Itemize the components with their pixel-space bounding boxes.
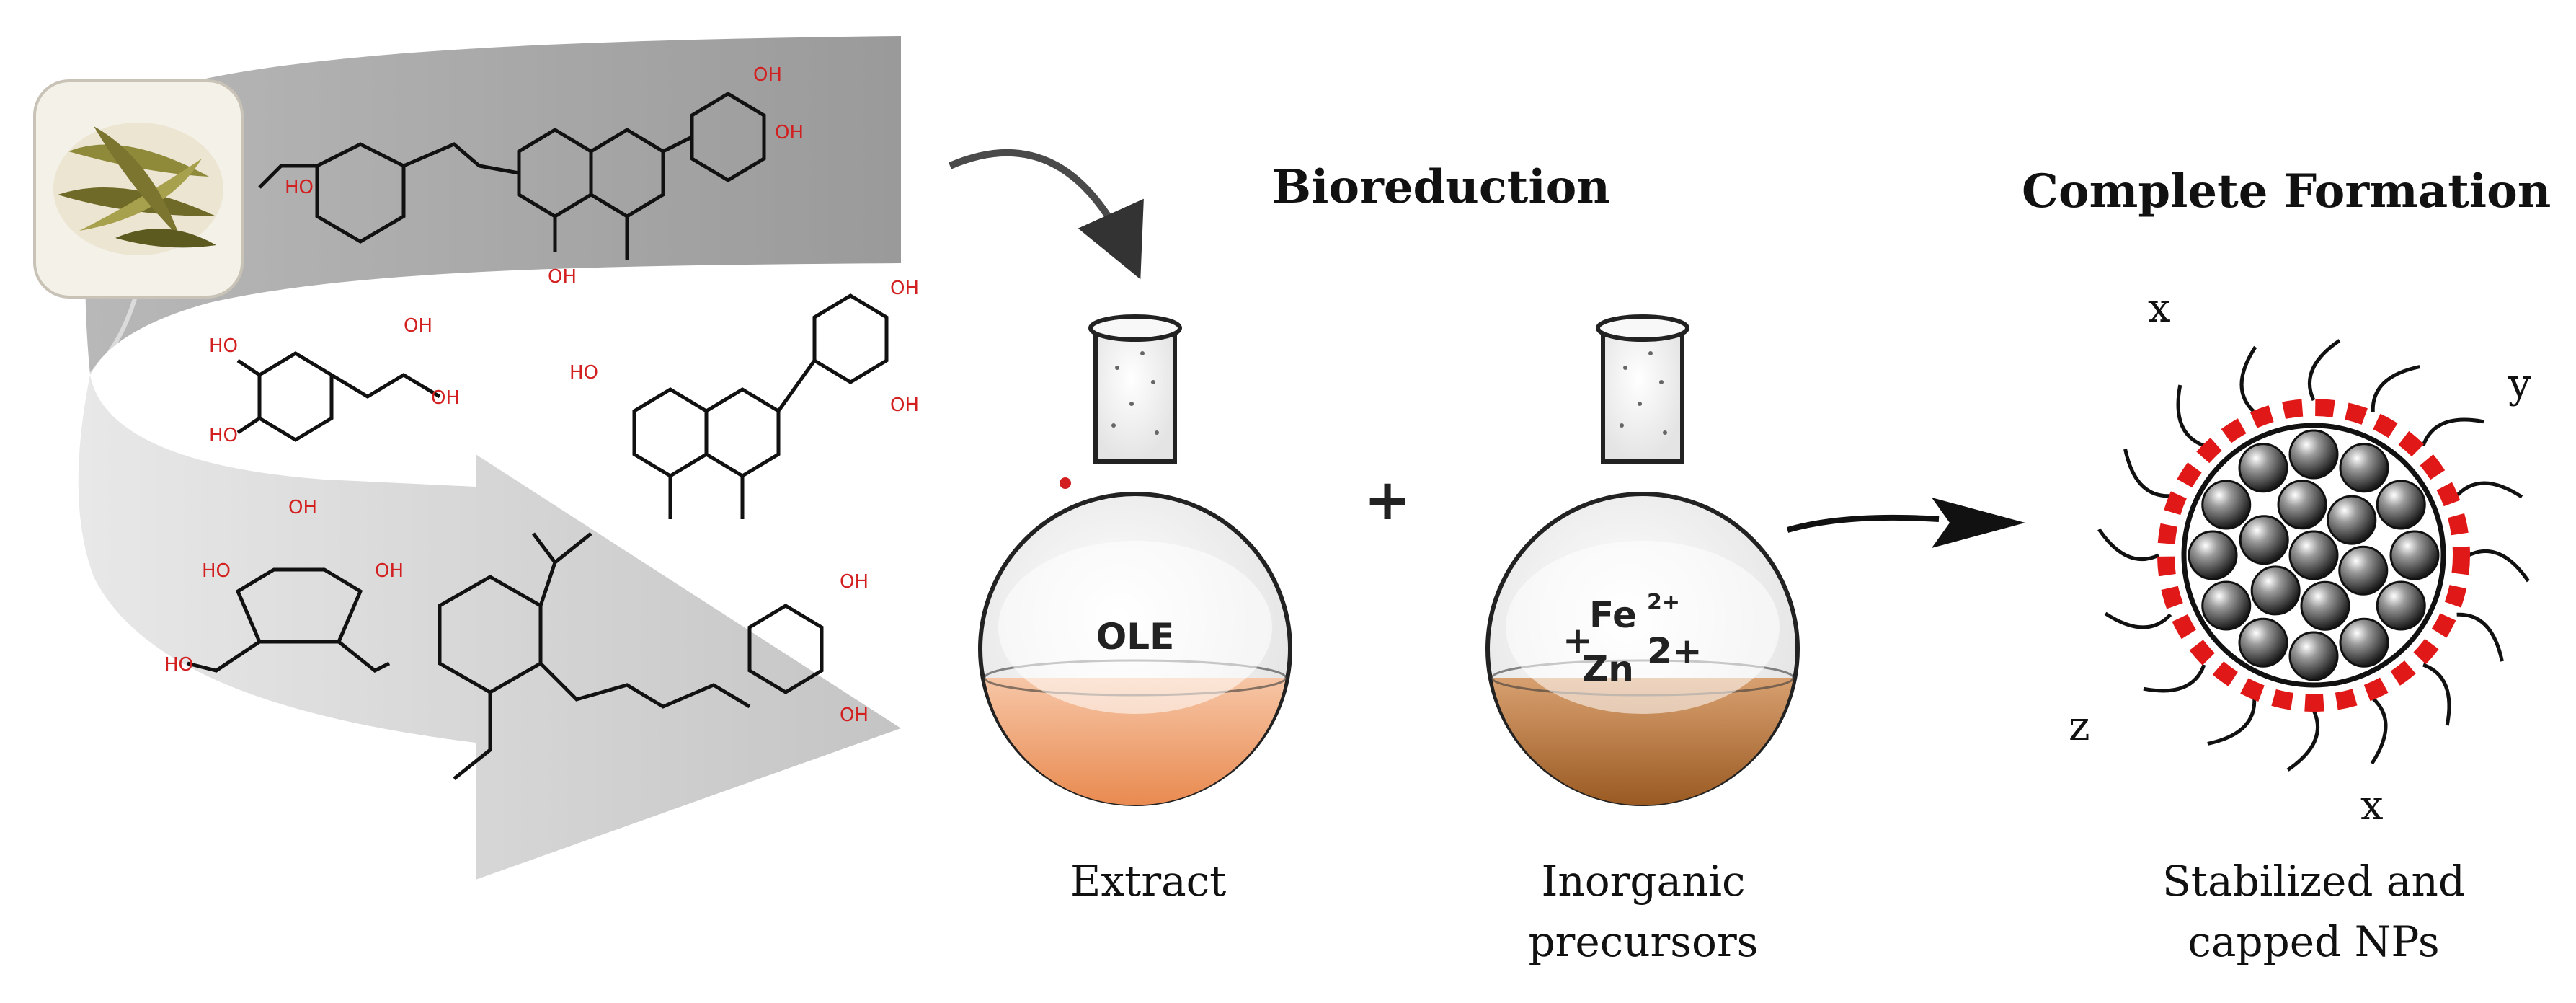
reaction-arrowhead xyxy=(1932,498,2025,548)
round-bottom-flask-icon: + Fe 2+ Zn 2+ xyxy=(1485,314,1800,806)
capping-tail xyxy=(2143,664,2206,693)
svg-text:OH: OH xyxy=(890,278,919,299)
capping-tail xyxy=(2097,528,2160,562)
svg-text:OH: OH xyxy=(431,387,460,409)
precursor-liquid xyxy=(1492,678,1793,805)
core-sphere xyxy=(2288,530,2339,580)
olive-leaves-icon xyxy=(33,79,244,299)
plus-sign: + xyxy=(1364,468,1411,533)
core-sphere xyxy=(2277,480,2327,530)
capping-tail xyxy=(2422,663,2451,726)
flask2-ion1: Fe xyxy=(1589,594,1637,636)
core-sphere xyxy=(2201,480,2252,530)
flask2-ion2-charge: 2+ xyxy=(1647,630,1702,672)
capping-tail xyxy=(2239,345,2257,414)
hydroxytyrosol xyxy=(236,351,441,442)
nps-caption-line2: capped NPs xyxy=(2188,917,2440,966)
capping-tail xyxy=(2104,611,2172,629)
inorganic-caption-line2: precursors xyxy=(1528,917,1759,966)
luteolin xyxy=(632,293,889,519)
reaction-arrow-icon xyxy=(1786,514,1940,533)
flask2-ion1-charge: 2+ xyxy=(1647,590,1680,615)
complete-formation-title: Complete Formation xyxy=(2022,164,2551,218)
svg-text:OH: OH xyxy=(840,571,869,593)
extract-liquid xyxy=(985,678,1286,805)
nps-caption: Stabilized and capped NPs xyxy=(2148,851,2479,972)
svg-text:OH: OH xyxy=(753,64,782,86)
inorganic-caption: Inorganic precursors xyxy=(1528,851,1759,972)
core-sphere xyxy=(2188,530,2238,580)
core-sphere xyxy=(2201,580,2252,631)
core-sphere xyxy=(2389,530,2440,580)
flask1-label: OLE xyxy=(1096,616,1175,658)
bioreduction-title: Bioreduction xyxy=(1272,160,1610,214)
capping-tail xyxy=(2286,709,2320,772)
capping-tail xyxy=(2455,481,2523,499)
capping-tail xyxy=(2123,449,2171,498)
core-sphere xyxy=(2288,429,2339,480)
svg-text:OH: OH xyxy=(775,122,804,143)
label-x-bottom: x xyxy=(2360,782,2384,829)
capping-tail xyxy=(2456,612,2504,662)
label-y: y xyxy=(2508,361,2531,407)
round-bottom-flask-icon: OLE xyxy=(978,314,1292,806)
svg-text:HO: HO xyxy=(209,425,238,446)
core-sphere xyxy=(2238,617,2288,668)
capping-tail xyxy=(2467,549,2530,583)
extract-caption: Extract xyxy=(1070,857,1227,906)
svg-text:OH: OH xyxy=(288,497,317,518)
capping-tail xyxy=(2207,698,2257,746)
svg-text:HO: HO xyxy=(209,335,238,357)
chem-labels: OH OH HO OH OH HO HO OH HO OH OH OH OH O… xyxy=(164,64,919,726)
capping-tail xyxy=(2371,365,2420,412)
core-sphere xyxy=(2238,443,2288,493)
capping-tail xyxy=(2307,339,2341,402)
core-sphere xyxy=(2300,580,2350,631)
svg-text:OH: OH xyxy=(375,560,404,582)
core-sphere xyxy=(2288,631,2339,681)
svg-text:OH: OH xyxy=(890,394,919,416)
luteolin-glucoside xyxy=(258,92,766,260)
core-sphere xyxy=(2339,617,2389,668)
capping-tail xyxy=(2421,417,2484,446)
svg-text:HO: HO xyxy=(285,177,314,198)
core-sphere xyxy=(2376,580,2426,631)
label-z: z xyxy=(2069,703,2090,750)
nps-caption-line1: Stabilized and xyxy=(2162,857,2465,906)
capping-tail xyxy=(2370,697,2388,765)
core-sphere xyxy=(2338,545,2389,596)
inorganic-caption-line1: Inorganic xyxy=(1541,857,1746,906)
nanoparticle-icon xyxy=(2097,339,2530,772)
svg-text:HO: HO xyxy=(569,362,598,384)
curved-arrow-icon xyxy=(949,149,1144,280)
core-sphere xyxy=(2376,480,2426,530)
oleuropein xyxy=(187,532,824,780)
svg-text:HO: HO xyxy=(202,560,231,582)
flask2-plus: + xyxy=(1563,619,1593,661)
svg-text:HO: HO xyxy=(164,654,193,676)
core-sphere xyxy=(2339,443,2389,493)
core-sphere xyxy=(2239,515,2289,565)
svg-text:OH: OH xyxy=(404,315,432,337)
label-x-top: x xyxy=(2148,285,2171,332)
svg-text:OH: OH xyxy=(840,704,869,726)
core-sphere xyxy=(2327,495,2377,545)
flask2-ion2: Zn xyxy=(1582,648,1634,690)
capping-tail xyxy=(2176,384,2205,448)
svg-text:OH: OH xyxy=(548,266,577,288)
core-sphere xyxy=(2250,565,2301,616)
